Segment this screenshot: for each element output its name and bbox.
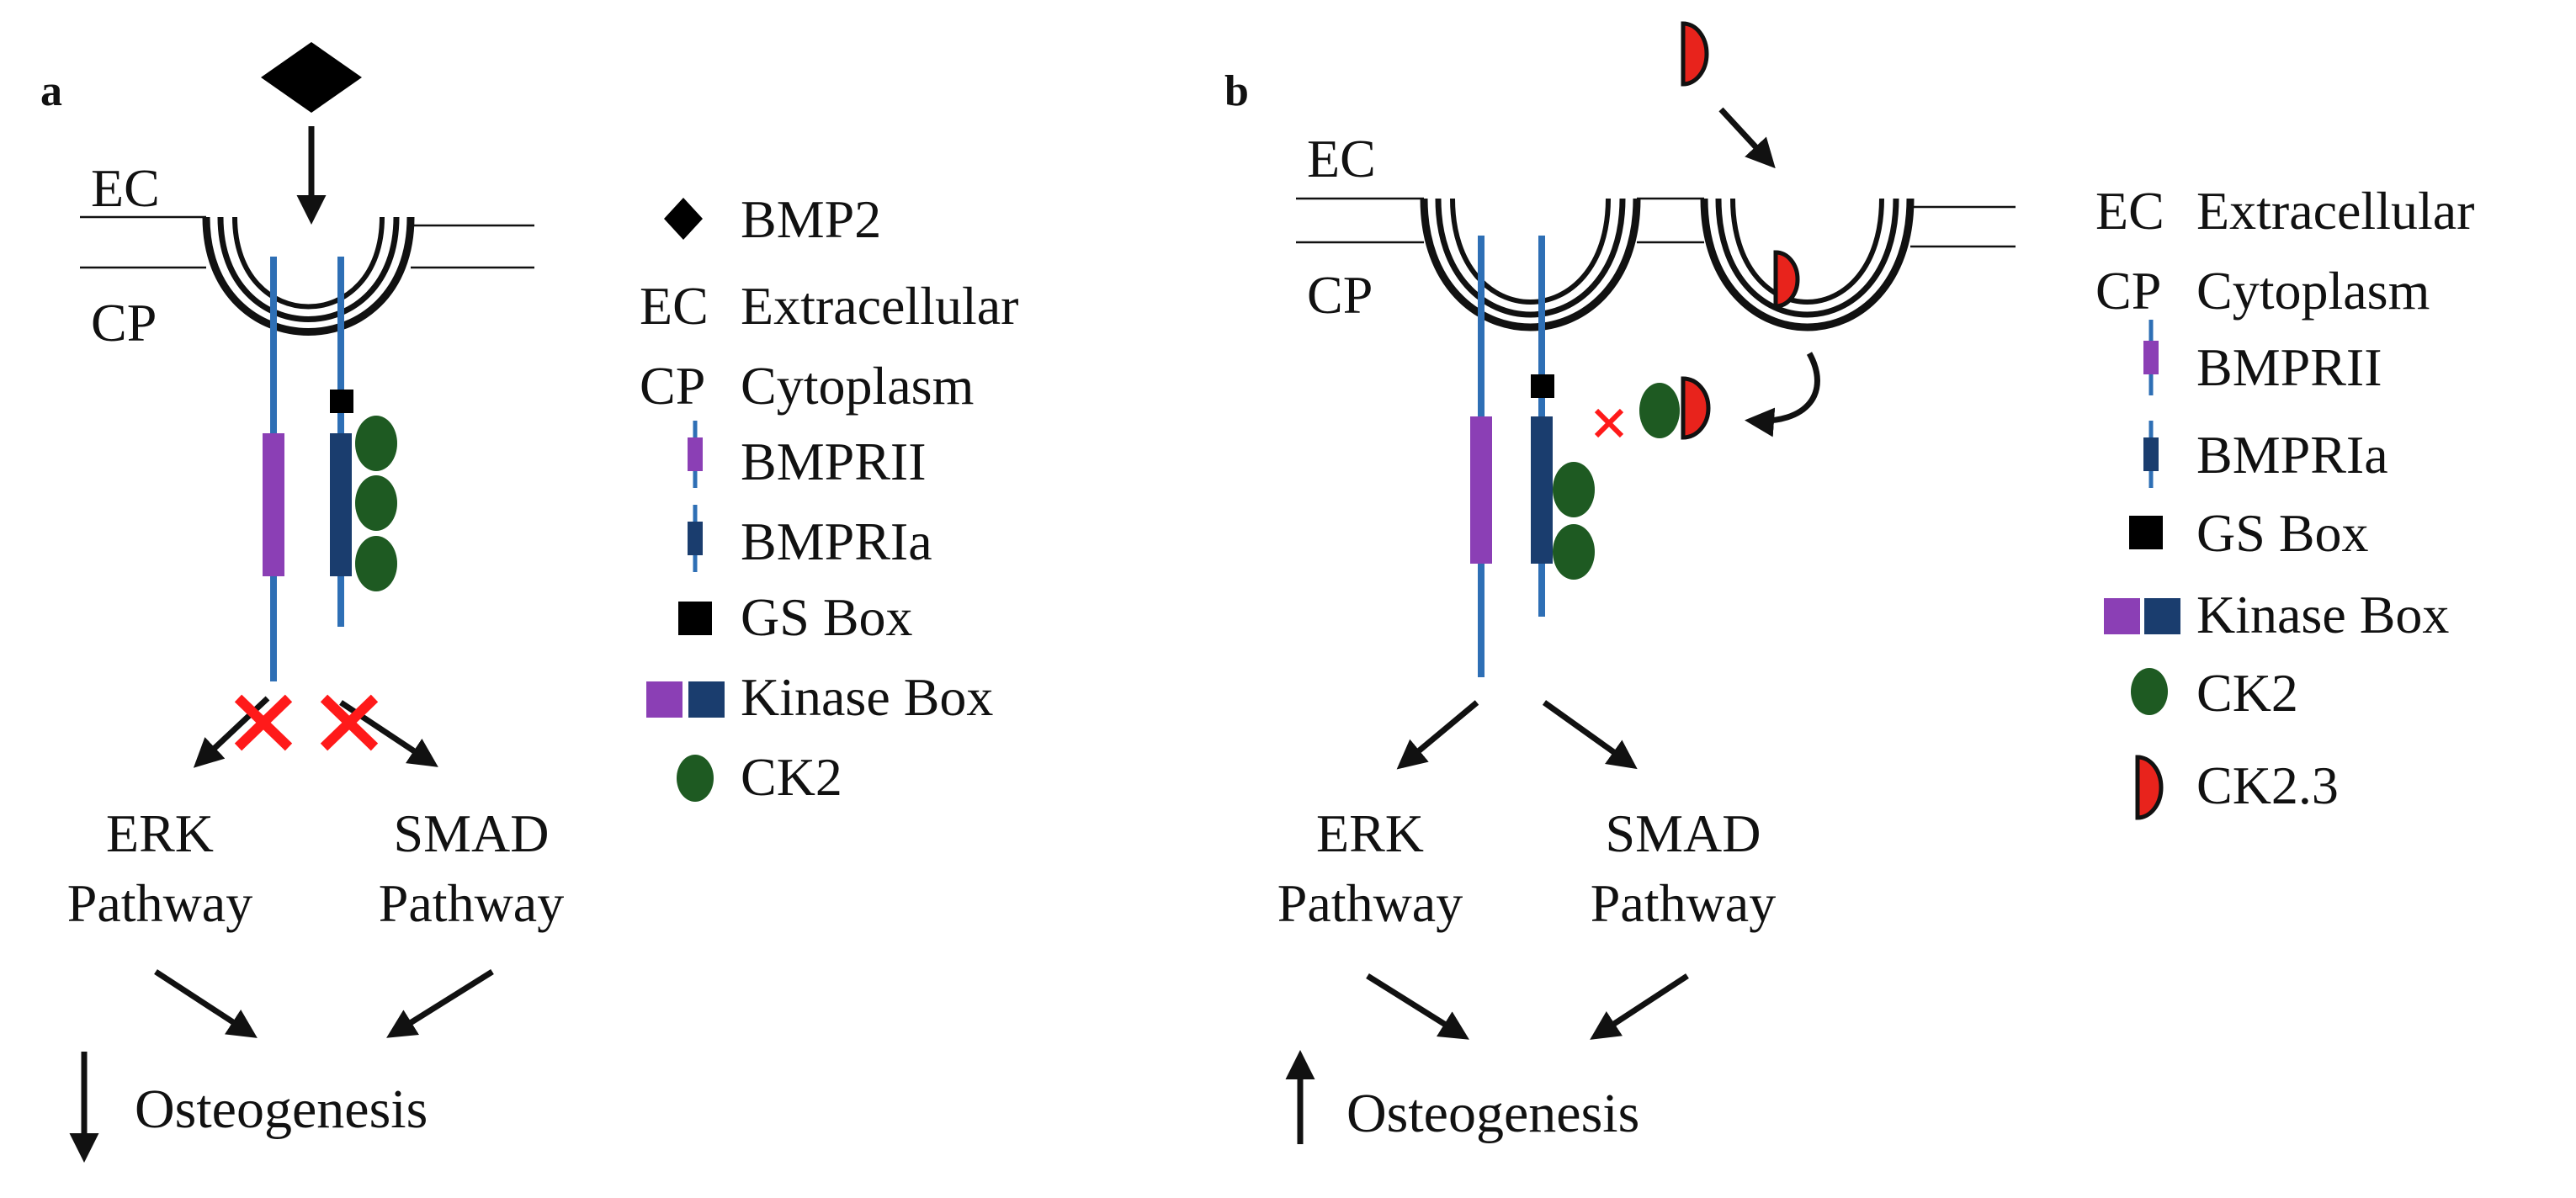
bmpria-legend-kinase [688,522,703,555]
panel-b: b EC CP [1224,21,2016,1144]
panel-b-membrane-pit [1420,198,1641,331]
panel-b-cp-label: CP [1307,265,1373,325]
erk-to-outcome-arrow [154,969,258,1038]
erk-label: ERK [1316,803,1424,863]
panel-b-ec-label: EC [1307,129,1376,188]
ck2-icon [355,475,397,531]
inhibition-x-icon [1594,408,1624,438]
panel-b-letter: b [1224,67,1249,115]
inhibition-x-icon [320,694,379,751]
legend-b-cp-full: Cytoplasm [2196,261,2430,321]
ck2-icon [355,536,397,591]
gs-box-icon [2129,516,2163,549]
smad-pathway-label: Pathway [1591,873,1776,933]
legend-a-ck2: CK2 [741,747,842,807]
erk-pathway-label: Pathway [67,873,252,933]
kinase-box-icon [2104,598,2140,634]
panel-a-ec-label: EC [91,158,160,218]
panel-a: a EC CP [40,42,564,1163]
legend-a-cp-full: Cytoplasm [741,356,974,416]
ck2-icon [1639,383,1680,438]
legend-a-cp-abbr: CP [640,356,705,416]
legend-b: EC Extracellular CP Cytoplasm BMPRII BMP… [2095,181,2474,820]
legend-b-ec-abbr: EC [2095,181,2164,241]
ck23-release-arrow [1745,352,1820,437]
legend-a-ec-full: Extracellular [741,276,1018,336]
legend-b-ck2: CK2 [2196,663,2298,723]
bmpria-kinase-box [330,433,352,576]
smad-to-outcome-arrow [1590,973,1689,1040]
ck23-icon [1681,376,1711,440]
legend-a-bmp2: BMP2 [741,189,881,249]
panel-a-letter: a [40,67,62,115]
bmprii-legend-kinase [688,437,703,471]
legend-b-kinase-box: Kinase Box [2196,585,2449,644]
bmp2-ligand-icon [261,42,362,113]
bmprii-legend-kinase [2143,341,2159,374]
smad-to-outcome-arrow [386,969,494,1038]
bmprii-kinase-box [263,433,284,576]
kinase-box-icon [2144,598,2180,634]
inhibition-x-icon [234,694,293,751]
bmp2-icon [664,198,703,240]
erk-pathway-label: Pathway [1277,873,1463,933]
legend-b-bmpria: BMPRIa [2196,425,2388,485]
legend-a-gs-box: GS Box [741,587,913,647]
kinase-box-icon [688,681,725,718]
legend-a-bmprii: BMPRII [741,432,927,491]
gs-box-icon [678,602,712,635]
bmprii-kinase-box [1470,416,1492,564]
ck2-legend-icon [2131,668,2168,715]
panel-b-outcome: Osteogenesis [1346,1083,1639,1144]
legend-b-ec-full: Extracellular [2196,181,2474,241]
legend-b-cp-abbr: CP [2095,261,2161,321]
ck23-entry-arrow [1718,107,1776,169]
gs-box [1531,374,1554,398]
legend-b-ck23: CK2.3 [2196,755,2339,815]
panel-a-outcome: Osteogenesis [135,1079,428,1140]
legend-b-gs-box: GS Box [2196,503,2369,563]
panel-b-endocytic-pit [1700,198,1915,331]
ck23-legend-icon [2135,755,2164,820]
panel-a-membrane-pit [202,216,415,336]
legend-a-ec-abbr: EC [640,276,709,336]
erk-to-outcome-arrow [1366,973,1469,1040]
ck2-legend-icon [677,755,714,802]
smad-pathway-label: Pathway [379,873,564,933]
ck2-icon [1553,462,1595,517]
ck2-icon [1553,524,1595,580]
legend-a: BMP2 EC Extracellular CP Cytoplasm BMPRI… [640,189,1018,807]
bmpria-kinase-box [1531,416,1553,564]
ck23-icon [1681,21,1709,87]
gs-box [330,390,353,413]
arrow-to-erk [1396,700,1479,770]
legend-a-kinase-box: Kinase Box [741,667,993,727]
ck2-icon [355,416,397,471]
arrow-to-smad [1542,700,1638,770]
ck23-icon [1773,250,1800,309]
legend-a-bmpria: BMPRIa [741,512,932,571]
panel-a-membrane [80,215,534,269]
erk-label: ERK [106,803,214,863]
smad-label: SMAD [394,803,550,863]
kinase-box-icon [646,681,683,718]
panel-b-membrane [1296,197,2016,248]
bmpria-legend-kinase [2143,437,2159,471]
smad-label: SMAD [1606,803,1761,863]
legend-b-bmprii: BMPRII [2196,337,2382,397]
panel-a-cp-label: CP [91,293,157,353]
